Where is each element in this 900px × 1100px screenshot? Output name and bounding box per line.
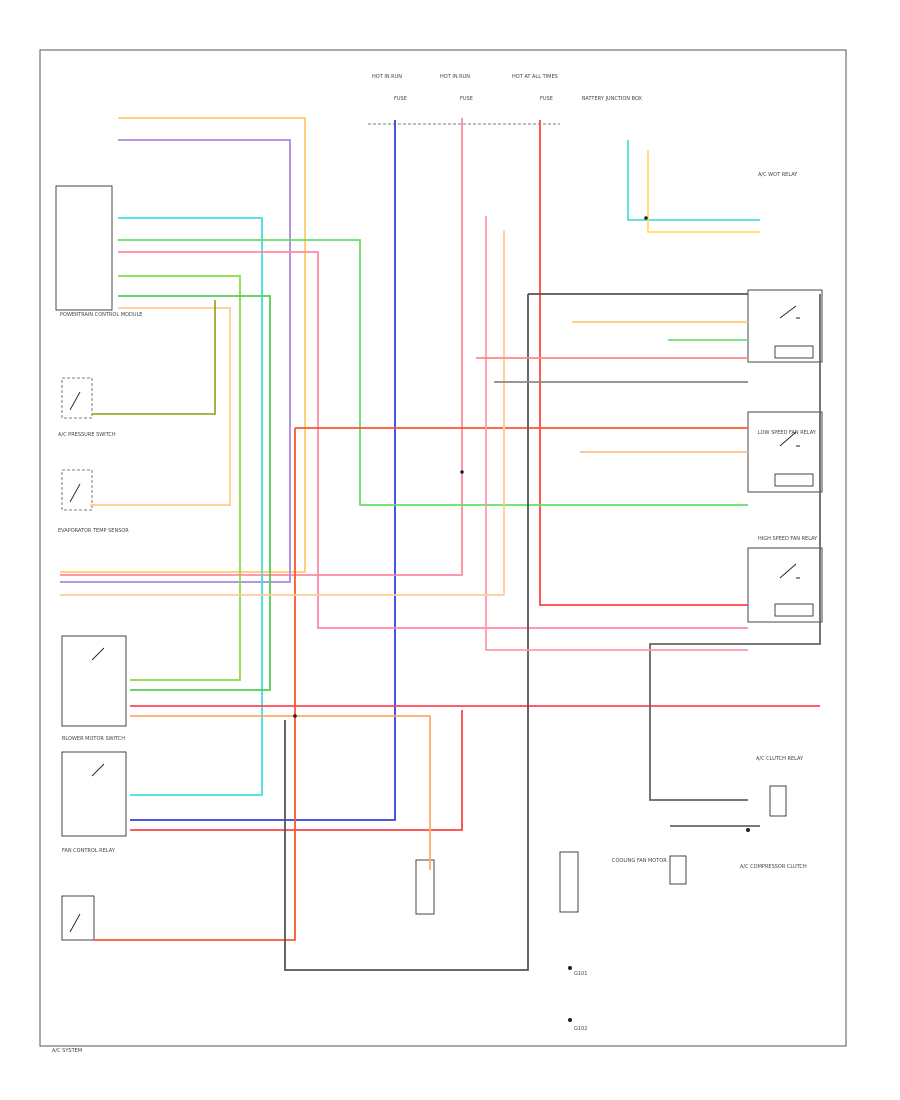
splice-d bbox=[568, 966, 572, 970]
wire-olive-pcm bbox=[92, 300, 216, 415]
wire-violet-pcm bbox=[60, 139, 291, 583]
compressor-clutch-box bbox=[769, 785, 787, 817]
wire-lightblue-pcm bbox=[118, 217, 263, 796]
splice-a bbox=[460, 470, 464, 474]
wire-red-drop bbox=[94, 428, 296, 941]
label-ground-a: G101 bbox=[574, 971, 587, 977]
wire-yellow-wot bbox=[647, 150, 760, 233]
label-fuse-b: FUSE bbox=[460, 96, 473, 102]
wire-orange-relay bbox=[130, 715, 431, 870]
evap-sensor-contact bbox=[69, 483, 81, 503]
wire-orange-pcm bbox=[60, 117, 306, 573]
low-fan-switch-contact bbox=[779, 431, 800, 447]
diagram-frame bbox=[39, 49, 847, 1047]
high-fan-relay-box bbox=[747, 547, 823, 623]
wire-green-pcm bbox=[118, 239, 748, 506]
wire-pink-feed bbox=[60, 118, 463, 576]
splice-f bbox=[746, 828, 750, 832]
wire-blue-feed bbox=[130, 120, 396, 821]
blower-switch-contact bbox=[91, 647, 105, 661]
blower-switch-box bbox=[61, 635, 127, 727]
wire-peach-wot bbox=[60, 230, 505, 596]
label-ac-clutch-relay: A/C CLUTCH RELAY bbox=[756, 756, 804, 762]
wot-coil bbox=[774, 345, 814, 359]
label-pressure-switch: A/C PRESSURE SWITCH bbox=[58, 432, 116, 438]
label-evap-temp-sensor: EVAPORATOR TEMP SENSOR bbox=[58, 528, 129, 534]
wot-switch-contact bbox=[779, 305, 800, 319]
label-high-speed-fan-relay: HIGH SPEED FAN RELAY bbox=[758, 536, 818, 542]
wire-gray-right bbox=[649, 294, 821, 801]
wire-greenyellow-pcm bbox=[118, 275, 241, 681]
wire-tan-pcm bbox=[90, 307, 231, 506]
label-junction-box: BATTERY JUNCTION BOX bbox=[582, 96, 643, 102]
label-fan-motor-b: COOLING FAN MOTOR bbox=[614, 858, 669, 864]
label-pcm: POWERTRAIN CONTROL MODULE bbox=[60, 312, 142, 318]
wire-pink-wot bbox=[485, 216, 748, 651]
pcm-box bbox=[55, 185, 113, 311]
fan-motor-box bbox=[61, 895, 95, 941]
label-hot-in-run-b: HOT IN RUN bbox=[440, 74, 470, 80]
pressure-switch-contact bbox=[69, 391, 81, 411]
wire-red-feed bbox=[539, 120, 748, 606]
high-fan-coil bbox=[774, 603, 814, 617]
pressure-switch-box bbox=[61, 377, 93, 419]
label-fuse-c: FUSE bbox=[540, 96, 553, 102]
fan-relay-contact bbox=[91, 763, 105, 777]
fan-motor-contact bbox=[69, 913, 81, 933]
wire-pink-pcm bbox=[118, 251, 748, 629]
wot-relay-box bbox=[747, 289, 823, 363]
splice-c bbox=[644, 216, 648, 220]
fan-motor-a-box bbox=[669, 855, 687, 885]
fan-relay-box bbox=[61, 751, 127, 837]
label-page-ref: A/C SYSTEM bbox=[52, 1048, 82, 1054]
wire-green2-pcm bbox=[118, 295, 271, 691]
label-fan-motor-a: COOLING FAN MOTOR bbox=[612, 858, 667, 864]
splice-e bbox=[568, 1018, 572, 1022]
label-hot-at-all-times: HOT AT ALL TIMES bbox=[512, 74, 558, 80]
label-blower-switch: BLOWER MOTOR SWITCH bbox=[62, 736, 125, 742]
label-fuse-a: FUSE bbox=[394, 96, 407, 102]
splice-b bbox=[293, 714, 297, 718]
low-fan-coil bbox=[774, 473, 814, 487]
wire-red-lower bbox=[130, 710, 463, 831]
clutch-relay-box bbox=[415, 859, 435, 915]
wire-teal-wot bbox=[627, 140, 760, 221]
label-compressor-clutch: A/C COMPRESSOR CLUTCH bbox=[740, 864, 807, 870]
label-hot-in-run-a: HOT IN RUN bbox=[372, 74, 402, 80]
label-fan-control-relay: FAN CONTROL RELAY bbox=[62, 848, 116, 854]
label-wot-relay: A/C WOT RELAY bbox=[758, 172, 798, 178]
high-fan-switch-contact bbox=[779, 563, 800, 579]
low-fan-relay-box bbox=[747, 411, 823, 493]
clutch-diode-box bbox=[559, 851, 579, 913]
label-low-speed-fan-relay: LOW SPEED FAN RELAY bbox=[758, 430, 817, 436]
label-ground-b: G102 bbox=[574, 1026, 587, 1032]
evap-sensor-box bbox=[61, 469, 93, 511]
wire-gray-bus-drop bbox=[284, 294, 529, 971]
